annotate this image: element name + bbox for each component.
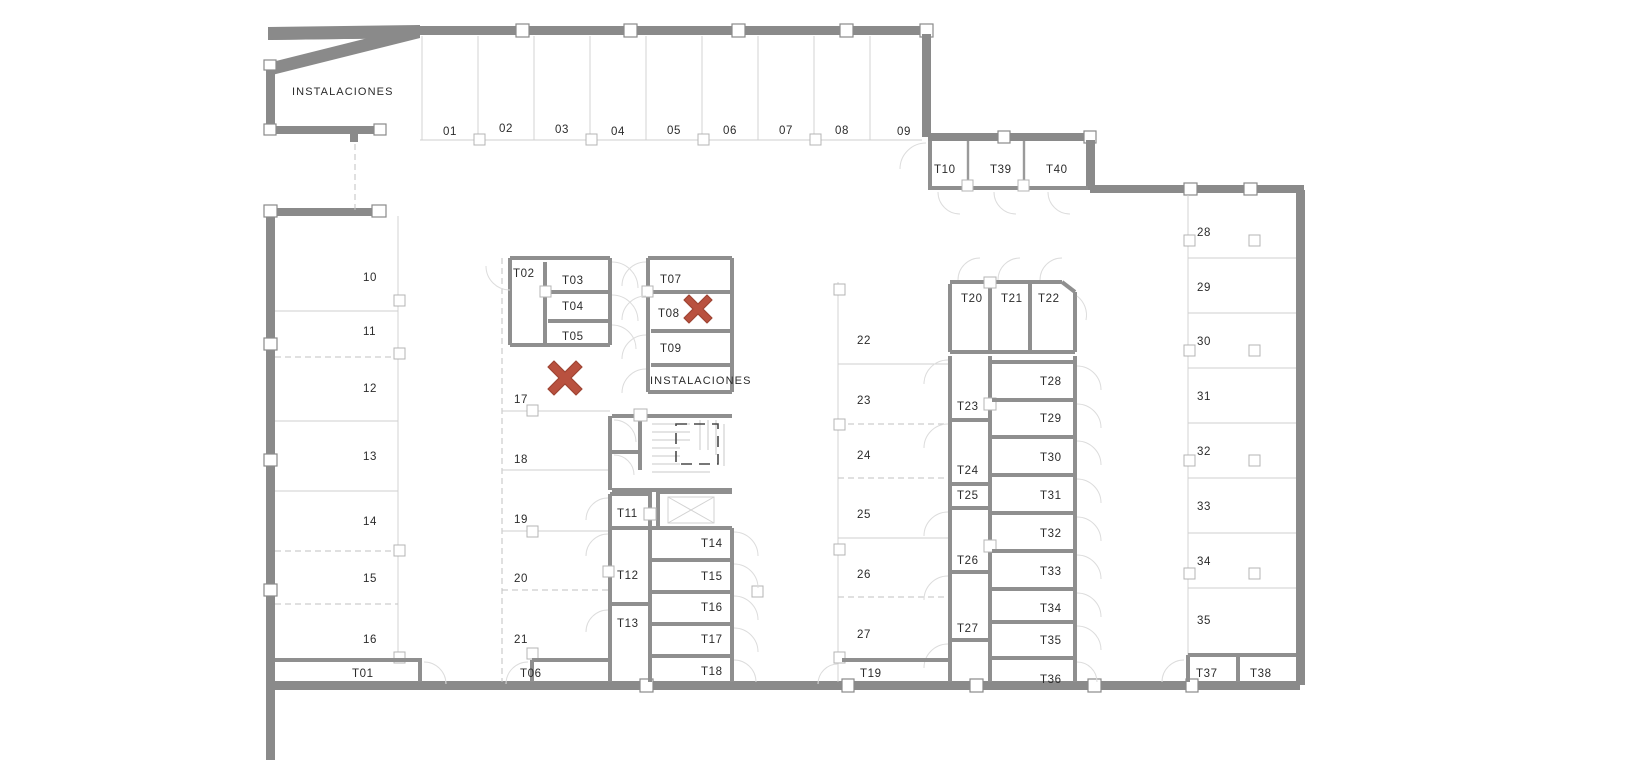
storage-label-t05: T05	[562, 331, 584, 343]
x-marker-2[interactable]	[683, 294, 713, 324]
storage-label-t04: T04	[562, 301, 584, 313]
storage-label-t11: T11	[617, 508, 638, 520]
storage-label-t19: T19	[860, 668, 882, 680]
parking-label-21: 21	[514, 634, 528, 646]
storage-block-t02-t05	[485, 256, 639, 350]
parking-label-04: 04	[611, 126, 625, 138]
storage-label-t10: T10	[934, 164, 956, 176]
storage-label-t25: T25	[957, 490, 979, 502]
parking-label-08: 08	[835, 125, 849, 137]
parking-bay-lines	[275, 36, 1296, 682]
parking-label-12: 12	[363, 383, 377, 395]
storage-label-t29: T29	[1040, 413, 1062, 425]
storage-label-t17: T17	[701, 634, 723, 646]
label-instalaciones-center: INSTALACIONES	[650, 375, 752, 387]
storage-bottom-left	[275, 658, 608, 685]
parking-label-06: 06	[723, 125, 737, 137]
storage-label-t06: T06	[520, 668, 542, 680]
parking-label-02: 02	[499, 123, 513, 135]
storage-t10-t40-partitions	[928, 141, 1088, 192]
storage-label-t18: T18	[701, 666, 723, 678]
storage-label-t20: T20	[961, 293, 983, 305]
storage-label-t01: T01	[352, 668, 374, 680]
parking-label-17: 17	[514, 394, 528, 406]
parking-label-07: 07	[779, 125, 793, 137]
storage-label-t03: T03	[562, 275, 584, 287]
parking-label-31: 31	[1197, 391, 1211, 403]
storage-label-t31: T31	[1040, 490, 1062, 502]
parking-label-22: 22	[857, 335, 871, 347]
storage-label-t38: T38	[1250, 668, 1272, 680]
storage-label-t40: T40	[1046, 164, 1068, 176]
structural-walls	[263, 23, 1305, 760]
x-marker-1[interactable]	[547, 360, 583, 396]
parking-label-09: 09	[897, 126, 911, 138]
storage-label-t22: T22	[1038, 293, 1060, 305]
storage-label-t35: T35	[1040, 635, 1062, 647]
room-labels: INSTALACIONES INSTALACIONES 01 02 03 04 …	[292, 86, 1272, 686]
parking-label-13: 13	[363, 451, 377, 463]
parking-label-18: 18	[514, 454, 528, 466]
storage-label-t09: T09	[660, 343, 682, 355]
storage-block-t23-t27	[923, 356, 997, 682]
parking-label-26: 26	[857, 569, 871, 581]
parking-label-33: 33	[1197, 501, 1211, 513]
parking-label-14: 14	[363, 516, 377, 528]
parking-label-25: 25	[857, 509, 871, 521]
storage-block-t11-t13	[585, 492, 657, 682]
parking-label-11: 11	[363, 326, 376, 338]
storage-label-t23: T23	[957, 401, 979, 413]
unavailable-markers	[547, 294, 713, 396]
storage-label-t13: T13	[617, 618, 639, 630]
storage-label-t37: T37	[1196, 668, 1218, 680]
parking-label-16: 16	[363, 634, 377, 646]
staircase	[652, 420, 725, 473]
storage-t37-t38	[1161, 653, 1296, 683]
parking-label-32: 32	[1197, 446, 1211, 458]
storage-label-t36: T36	[1040, 674, 1062, 686]
parking-label-05: 05	[667, 125, 681, 137]
storage-t19	[817, 658, 950, 685]
parking-label-19: 19	[514, 514, 528, 526]
storage-label-t16: T16	[701, 602, 723, 614]
parking-label-15: 15	[363, 573, 377, 585]
storage-label-t27: T27	[957, 623, 979, 635]
storage-block-t07-t09	[621, 256, 734, 394]
misc-door-arcs	[350, 130, 1071, 215]
parking-label-29: 29	[1197, 282, 1211, 294]
parking-label-35: 35	[1197, 615, 1211, 627]
storage-label-t15: T15	[701, 571, 723, 583]
parking-label-10: 10	[363, 272, 377, 284]
label-instalaciones-top-left: INSTALACIONES	[292, 86, 394, 98]
storage-label-t32: T32	[1040, 528, 1062, 540]
parking-label-20: 20	[514, 573, 528, 585]
storage-label-t34: T34	[1040, 603, 1062, 615]
parking-label-34: 34	[1197, 556, 1211, 568]
storage-block-t28-t36	[992, 356, 1102, 683]
storage-label-t28: T28	[1040, 376, 1062, 388]
vertical-circulation-core	[608, 408, 732, 530]
storage-block-t20-t22	[948, 257, 1087, 354]
storage-label-t39: T39	[990, 164, 1012, 176]
elevator-shaft	[656, 490, 732, 530]
parking-label-27: 27	[857, 629, 871, 641]
storage-label-t33: T33	[1040, 566, 1062, 578]
storage-label-t12: T12	[617, 570, 639, 582]
parking-label-24: 24	[857, 450, 871, 462]
parking-label-23: 23	[857, 395, 871, 407]
parking-label-01: 01	[443, 126, 457, 138]
storage-label-t14: T14	[701, 538, 723, 550]
storage-label-t02: T02	[513, 268, 535, 280]
storage-label-t24: T24	[957, 465, 979, 477]
storage-label-t30: T30	[1040, 452, 1062, 464]
storage-label-t07: T07	[660, 274, 682, 286]
storage-label-t08: T08	[658, 308, 680, 320]
parking-label-28: 28	[1197, 227, 1211, 239]
storage-label-t26: T26	[957, 555, 979, 567]
parking-label-03: 03	[555, 124, 569, 136]
storage-label-t21: T21	[1001, 293, 1023, 305]
parking-label-30: 30	[1197, 336, 1211, 348]
storage-block-t14-t18	[652, 526, 764, 683]
